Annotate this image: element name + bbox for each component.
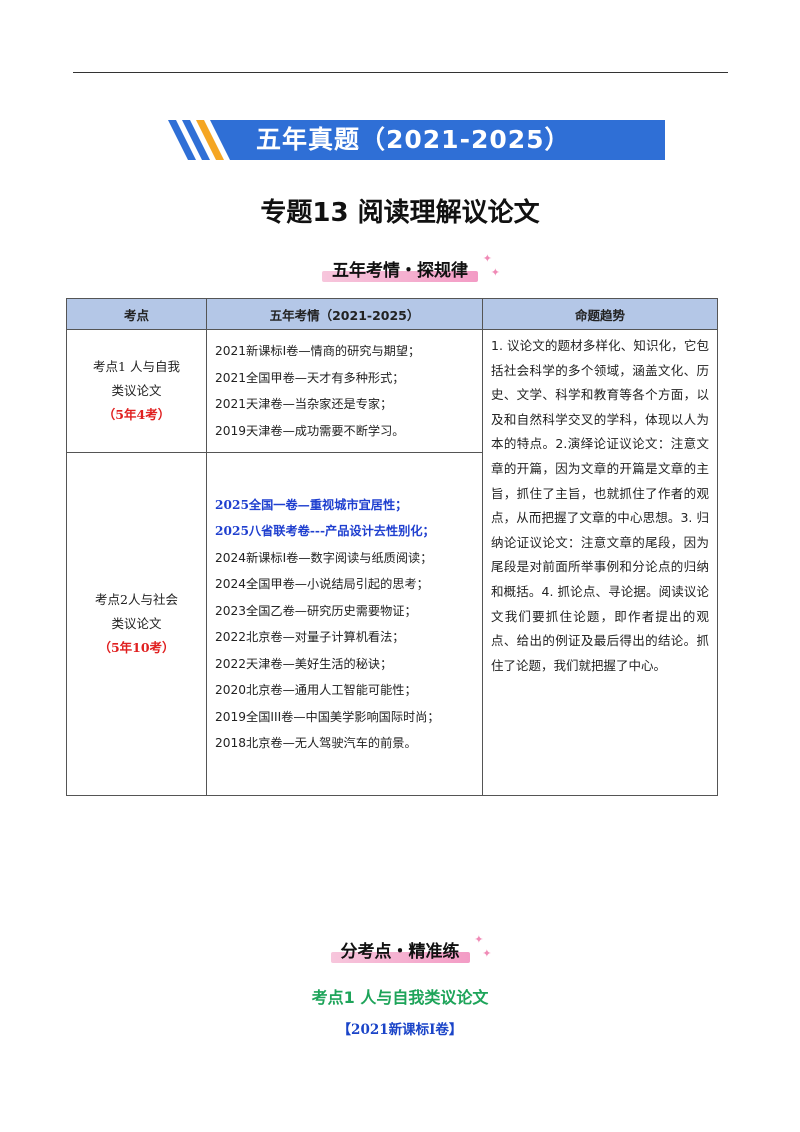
header-rule <box>73 72 728 73</box>
list-item: 2022北京卷—对量子计算机看法； <box>215 630 405 644</box>
source-label: 【2021新课标I卷】 <box>337 1022 463 1038</box>
sparkle-icon: ✦ <box>490 266 500 279</box>
table-header: 命题趋势 <box>482 298 718 330</box>
table-row: 考点1 人与自我类议论文 （5年4考） 2021新课标I卷—情商的研究与期望； … <box>66 329 718 796</box>
table-header: 考点 <box>66 298 207 330</box>
table-header-row: 考点 五年考情（2021-2025） 命题趋势 <box>66 298 718 330</box>
sparkle-icon: ✦ <box>474 933 484 946</box>
table-header: 五年考情（2021-2025） <box>206 298 483 330</box>
section-label-practice: 分考点・精准练 ✦ ✦ <box>0 933 800 964</box>
list-item: 2024全国甲卷—小说结局引起的思考； <box>215 577 429 591</box>
exam-list-cell: 2021新课标I卷—情商的研究与期望； 2021全国甲卷—天才有多种形式； 20… <box>206 329 483 453</box>
list-item: 2022天津卷—美好生活的秘诀； <box>215 656 393 671</box>
subsection-title: 考点1 人与自我类议论文 <box>311 988 489 1007</box>
exam-table: 考点 五年考情（2021-2025） 命题趋势 考点1 人与自我类议论文 （5年… <box>66 298 718 796</box>
kaodian-label: 考点1 人与自我类议论文 <box>93 359 180 398</box>
banner: 五年真题（2021-2025） <box>160 120 665 160</box>
sparkle-icon: ✦ <box>482 252 492 265</box>
table-row: 考点2人与社会类议论文 （5年10考） 2025全国一卷—重视城市宜居性； 20… <box>66 452 718 796</box>
trend-cell: 1. 议论文的题材多样化、知识化，它包括社会科学的多个领域，涵盖文化、历史、文学… <box>482 329 718 796</box>
section-label-text: 五年考情・探规律 <box>332 261 468 281</box>
list-item: 2020北京卷—通用人工智能可能性； <box>215 683 417 697</box>
label-highlight <box>322 271 478 282</box>
list-item: 2018北京卷—无人驾驶汽车的前景。 <box>215 736 417 750</box>
sparkle-icon: ✦ <box>482 947 492 960</box>
exam-count: （5年4考） <box>102 407 171 422</box>
section-label-trend: 五年考情・探规律 ✦ ✦ <box>0 252 800 283</box>
exam-list-cell: 2025全国一卷—重视城市宜居性； 2025八省联考卷---产品设计去性别化； … <box>206 452 483 796</box>
banner-stripes-decoration <box>160 120 250 160</box>
kaodian-cell: 考点1 人与自我类议论文 （5年4考） <box>66 329 207 453</box>
trend-text: 1. 议论文的题材多样化、知识化，它包括社会科学的多个领域，涵盖文化、历史、文学… <box>491 338 709 673</box>
list-item: 2019全国III卷—中国美学影响国际时尚； <box>215 709 440 724</box>
label-highlight <box>330 952 470 963</box>
kaodian-label: 考点2人与社会类议论文 <box>95 592 178 631</box>
list-item: 2021新课标I卷—情商的研究与期望； <box>215 344 421 358</box>
list-item: 2021全国甲卷—天才有多种形式； <box>215 370 405 385</box>
page-title: 专题13 阅读理解议论文 <box>260 198 540 228</box>
banner-title: 五年真题（2021-2025） <box>256 125 571 154</box>
list-item: 2024新课标I卷—数字阅读与纸质阅读； <box>215 550 433 565</box>
exam-count: （5年10考） <box>98 640 175 655</box>
list-item: 2023全国乙卷—研究历史需要物证； <box>215 603 417 618</box>
kaodian-cell: 考点2人与社会类议论文 （5年10考） <box>66 452 207 796</box>
section-label-text: 分考点・精准练 <box>340 942 460 962</box>
list-item: 2021天津卷—当杂家还是专家； <box>215 397 393 411</box>
list-item: 2019天津卷—成功需要不断学习。 <box>215 423 405 438</box>
list-item-highlight: 2025全国一卷—重视城市宜居性； <box>215 497 408 512</box>
list-item-highlight: 2025八省联考卷---产品设计去性别化； <box>215 524 435 538</box>
